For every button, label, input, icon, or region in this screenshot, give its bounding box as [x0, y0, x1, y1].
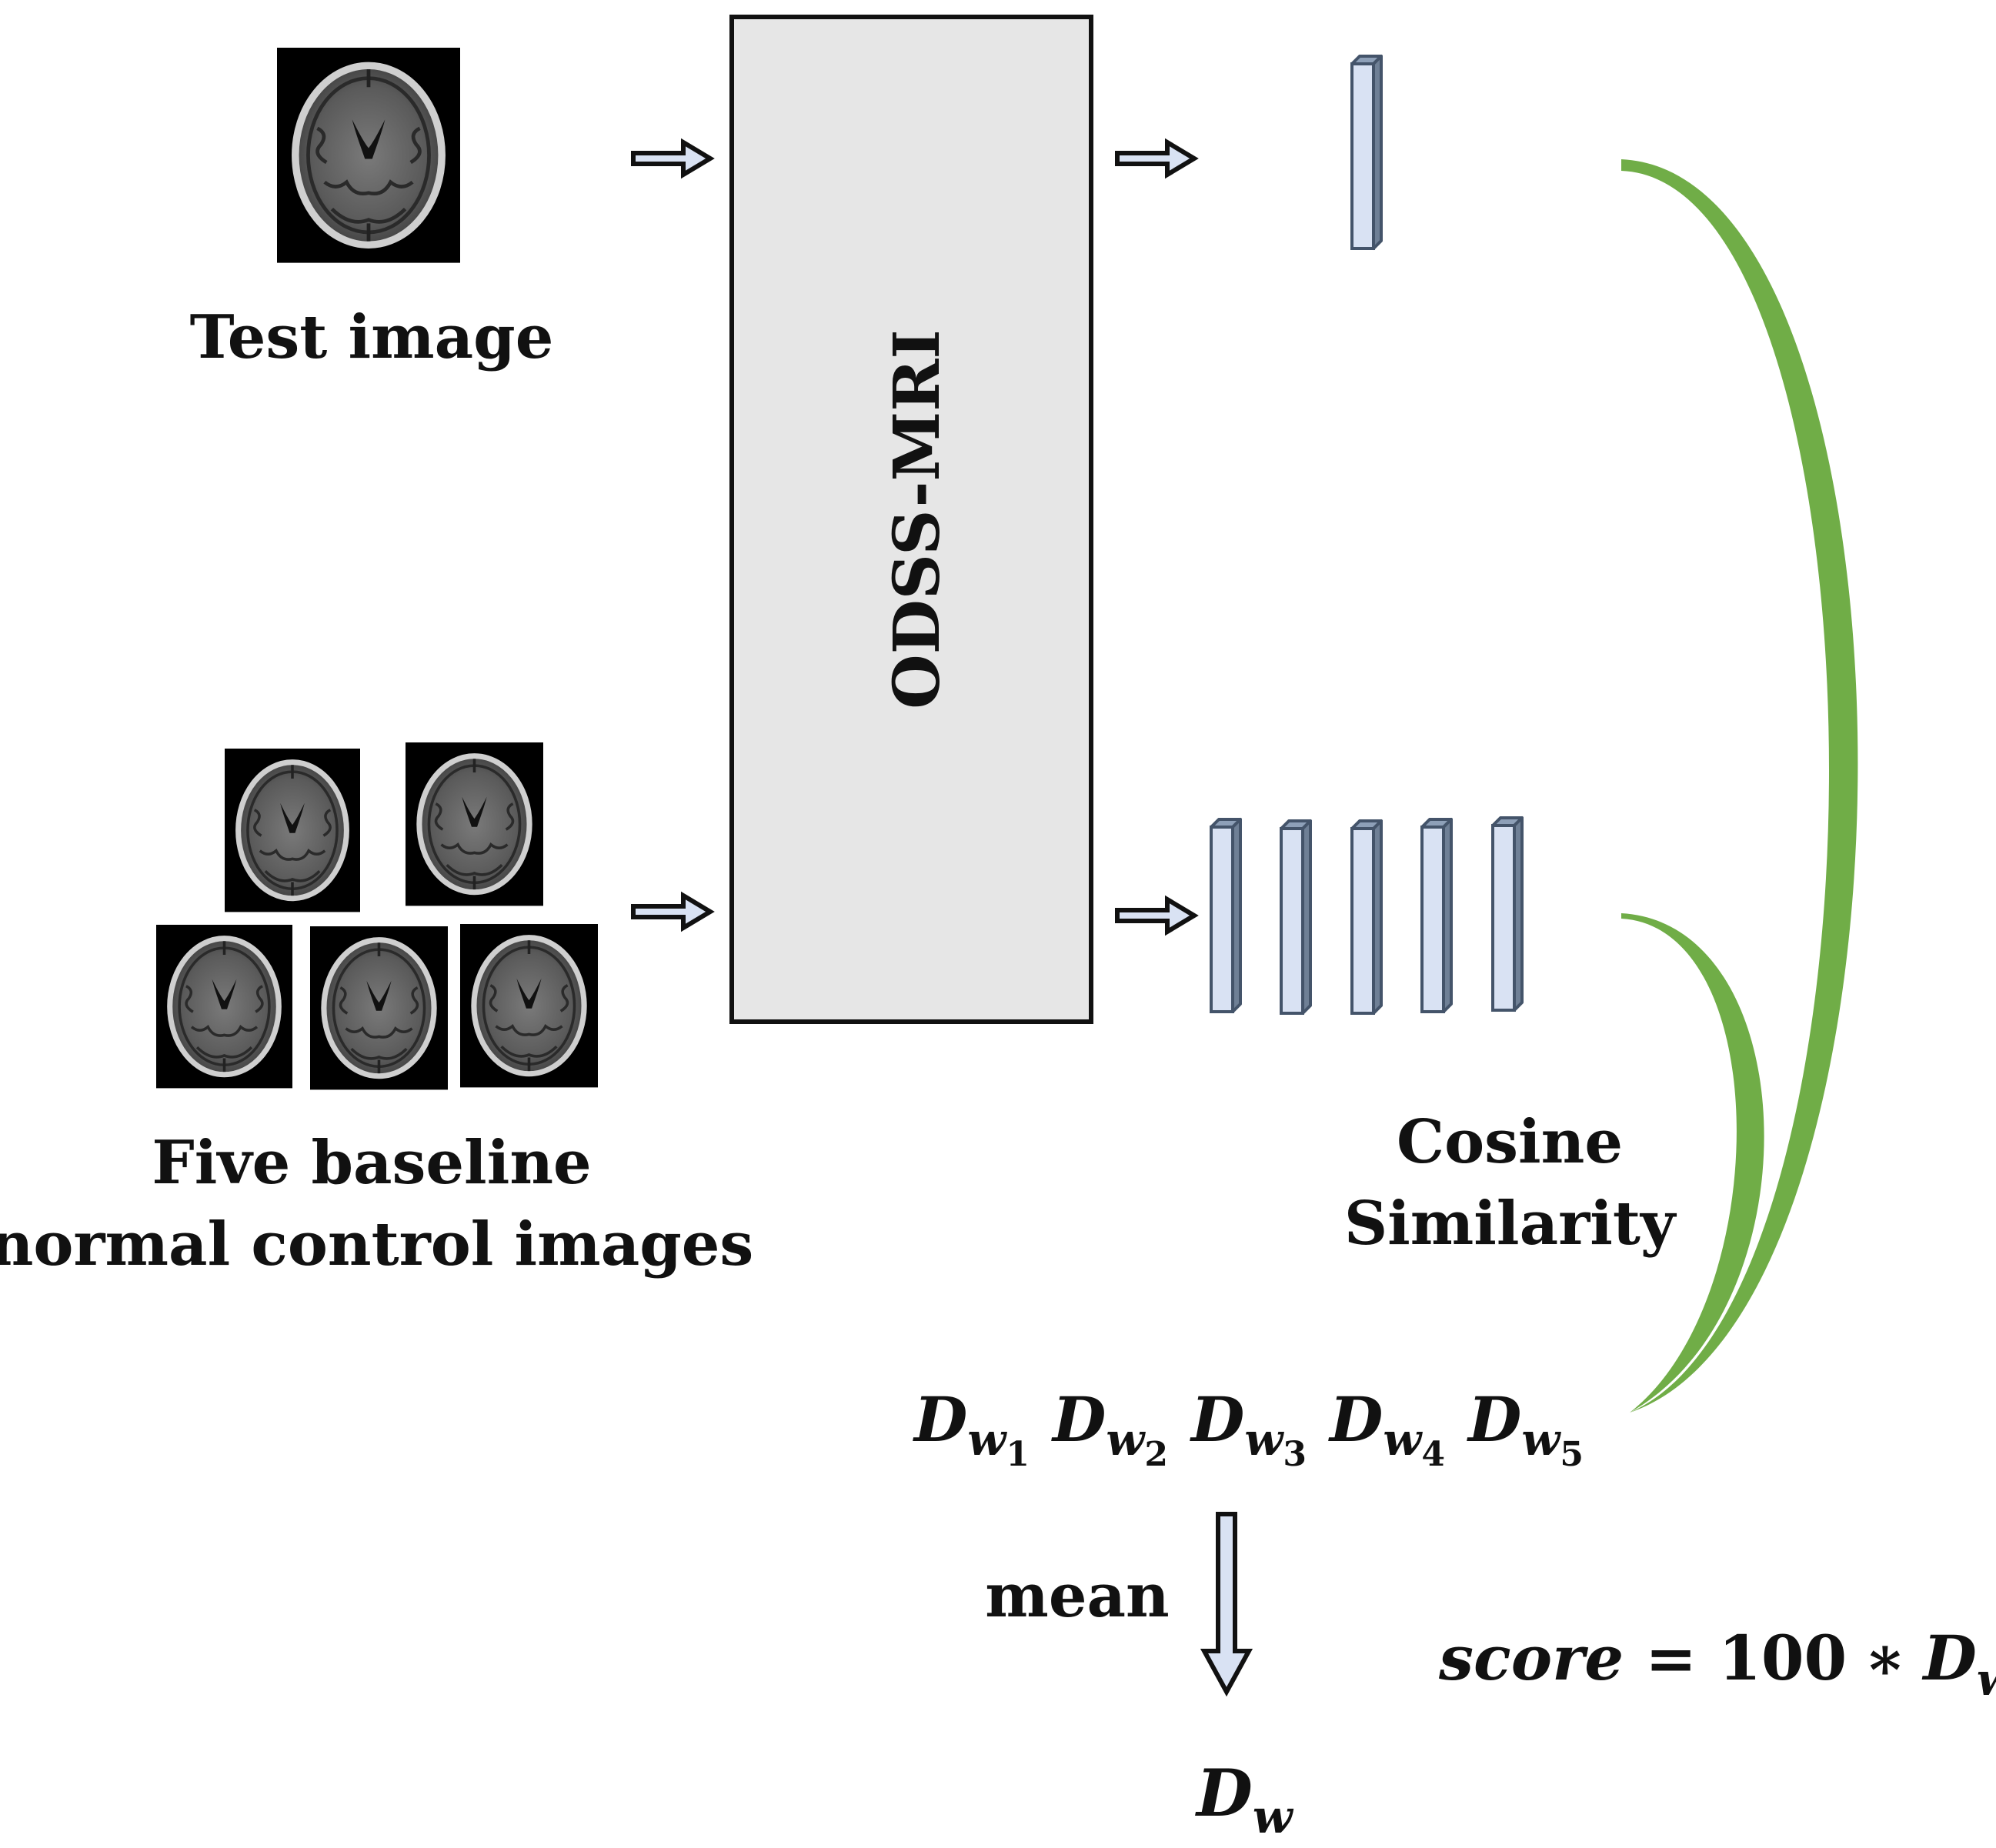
distance-term: Dw3 [1190, 1383, 1307, 1474]
test-mri-image [277, 48, 460, 263]
distance-term: Dw2 [1051, 1383, 1168, 1474]
formula-coef: 100 [1718, 1622, 1847, 1694]
right-arrow-icon [1117, 899, 1194, 932]
cosine-label-line1: Cosine [1397, 1107, 1623, 1177]
distance-term: Dw1 [913, 1383, 1030, 1474]
mean-label: mean [985, 1561, 1169, 1631]
right-arrow-icon [1117, 142, 1194, 175]
baseline-mri-image [225, 749, 360, 912]
distance-index: 5 [1560, 1435, 1584, 1474]
formula-op: ∗ [1864, 1622, 1906, 1694]
cosine-similarity-curve-inner [1621, 913, 1764, 1413]
formula-var: score [1438, 1622, 1624, 1694]
distance-base: D [1328, 1383, 1383, 1456]
baseline-feature-vector [1210, 818, 1242, 1013]
baseline-label-line2: normal control images [0, 1209, 753, 1279]
result-dw: Dw [1195, 1755, 1294, 1844]
model-box [729, 15, 1093, 1024]
cosine-similarity-curve-outer [1621, 159, 1858, 1413]
baseline-feature-vector [1350, 819, 1383, 1015]
distance-sub: w [1521, 1413, 1561, 1466]
distance-index: 1 [1006, 1435, 1030, 1474]
distance-term: Dw5 [1467, 1383, 1584, 1474]
baseline-mri-image [156, 925, 292, 1088]
model-label: ODSS-MRI [880, 329, 954, 709]
distance-base: D [913, 1383, 967, 1456]
result-sub: w [1253, 1790, 1294, 1844]
distance-index: 4 [1421, 1435, 1445, 1474]
baseline-feature-vector [1491, 816, 1524, 1012]
cosine-label-line2: Similarity [1344, 1189, 1677, 1259]
baseline-mri-image [406, 742, 543, 906]
baseline-label-line1: Five baseline [152, 1128, 591, 1198]
test-image-label: Test image [190, 302, 554, 372]
distance-index: 2 [1144, 1435, 1168, 1474]
distance-sub: w [1383, 1413, 1423, 1466]
baseline-feature-vector [1280, 819, 1312, 1015]
right-arrow-icon [633, 896, 710, 928]
score-formula: score = 100∗Dw [1438, 1622, 1996, 1706]
distance-sub: w [1106, 1413, 1146, 1466]
result-base: D [1195, 1755, 1253, 1831]
distance-sub: w [967, 1413, 1007, 1466]
formula-sub: w [1977, 1653, 1996, 1706]
distance-base: D [1190, 1383, 1244, 1456]
distance-term: Dw4 [1328, 1383, 1445, 1474]
down-arrow-icon [1200, 1512, 1253, 1697]
test-feature-vector [1350, 55, 1383, 250]
formula-equals: = [1645, 1622, 1697, 1694]
distance-base: D [1051, 1383, 1106, 1456]
distance-base: D [1467, 1383, 1521, 1456]
distance-sub: w [1244, 1413, 1284, 1466]
baseline-mri-image [460, 924, 598, 1087]
baseline-mri-image [310, 926, 448, 1089]
right-arrow-icon [633, 142, 710, 175]
formula-base: D [1921, 1622, 1976, 1694]
baseline-feature-vector [1420, 818, 1453, 1013]
distance-index: 3 [1283, 1435, 1307, 1474]
